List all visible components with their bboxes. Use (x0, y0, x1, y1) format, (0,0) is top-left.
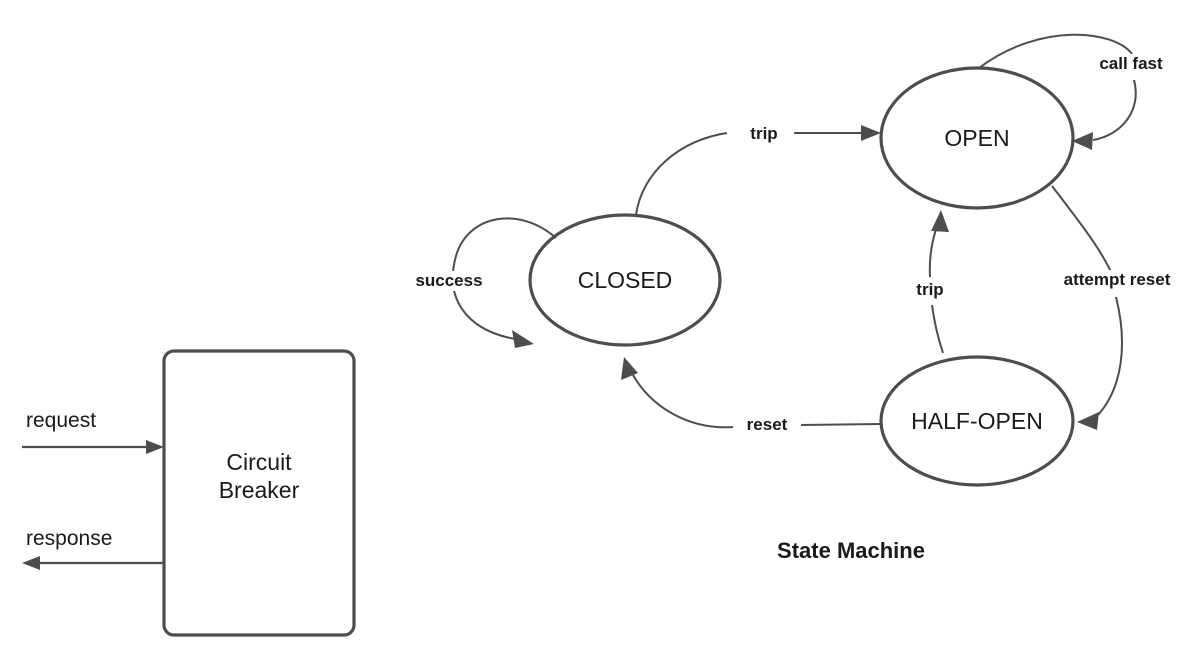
state-node-closed[interactable] (528, 213, 722, 347)
transition-reset-arrow-head (621, 357, 638, 380)
transition-trip-half-open-path-b[interactable] (928, 226, 938, 278)
transition-attempt-reset-path-b[interactable] (1097, 296, 1123, 416)
transition-call-fast-path-b[interactable] (1092, 79, 1137, 141)
state-node-open[interactable] (879, 66, 1075, 210)
transition-reset-path-a[interactable] (800, 423, 882, 426)
transition-call-fast-arrow-head (1072, 132, 1093, 150)
transition-reset-path-b[interactable] (632, 374, 734, 429)
state-node-half-open[interactable] (879, 355, 1075, 487)
circuit-breaker-box[interactable] (162, 349, 356, 637)
transition-attempt-reset-arrow-head (1077, 412, 1099, 430)
transition-call-fast-path-a[interactable] (978, 33, 1133, 69)
transition-trip-half-open-path-a[interactable] (931, 304, 944, 354)
request-arrow-head (146, 440, 164, 454)
transition-trip-closed-open-arrow-head (861, 125, 881, 141)
transition-success-path[interactable] (451, 217, 557, 340)
transition-trip-half-open-arrow-head (931, 210, 949, 232)
transition-success-arrow-head (512, 330, 534, 348)
transition-attempt-reset-path-a[interactable] (1051, 185, 1112, 273)
transition-trip-closed-open-path-a[interactable] (635, 132, 728, 216)
response-arrow-head (22, 556, 40, 570)
